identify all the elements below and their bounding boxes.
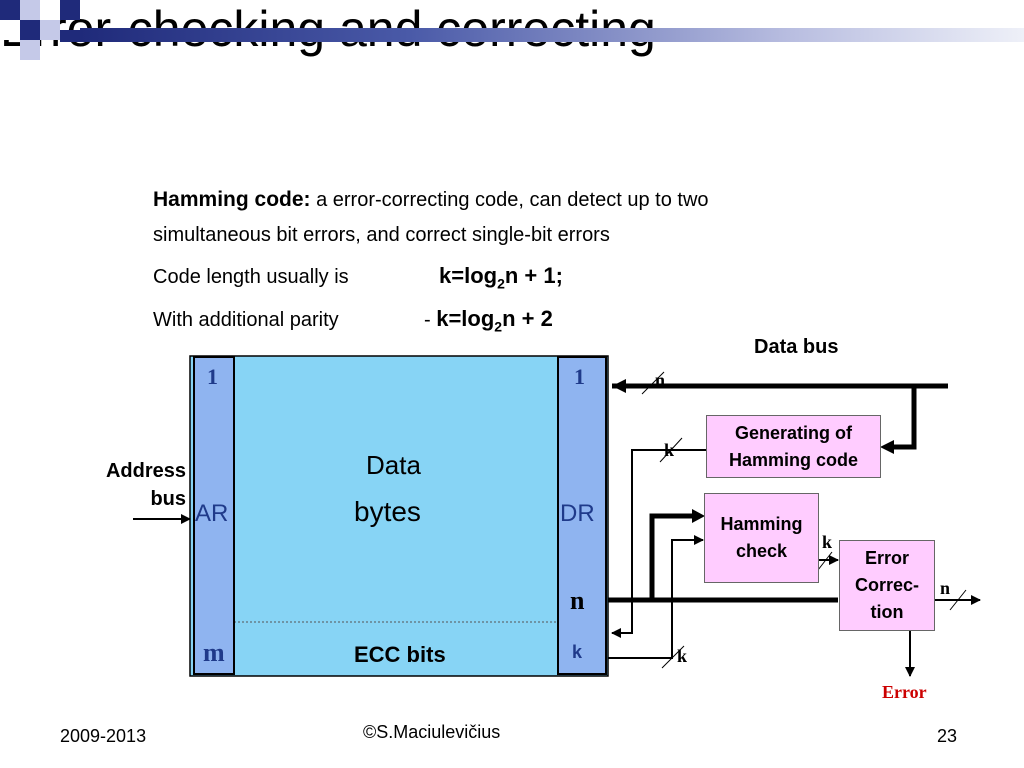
corr-box-line2: Correc-: [854, 575, 920, 595]
bus-k-label-gen: k: [664, 440, 675, 460]
ecc-to-check: [608, 535, 704, 659]
formula2-sub: 2: [494, 318, 503, 335]
ecc-bits-label: ECC bits: [354, 642, 446, 667]
check-box-line2: check: [735, 541, 788, 561]
generating-hamming-box: Generating of Hamming code: [706, 415, 881, 478]
formula2-post: n + 2: [502, 306, 553, 331]
bus-n-label-top: n: [655, 370, 666, 390]
address-bus-label: Address bus: [106, 457, 186, 513]
error-correction-box: Error Correc- tion: [839, 540, 935, 631]
bus-n-label-out: n: [940, 578, 951, 598]
definition-line2: simultaneous bit errors, and correct sin…: [153, 224, 610, 246]
formula1-pre: k=log: [439, 263, 498, 288]
data-bus-label: Data bus: [754, 336, 839, 358]
dr-top-index: 1: [574, 364, 585, 389]
ar-label: AR: [195, 500, 229, 527]
generator-to-ecc: [611, 449, 706, 638]
dr-k-index: k: [572, 642, 583, 662]
dr-register: [557, 356, 607, 675]
error-label: Error: [882, 682, 927, 702]
ar-bottom-index: m: [203, 638, 225, 667]
ar-register: [193, 356, 235, 675]
parity-label: With additional parity: [153, 309, 339, 331]
data-to-check: [649, 513, 694, 600]
dr-label: DR: [560, 500, 595, 527]
corr-box-line1: Error: [864, 548, 909, 568]
check-box-line1: Hamming: [720, 514, 803, 534]
bytes-label: bytes: [354, 496, 421, 527]
ar-top-index: 1: [207, 364, 218, 389]
hamming-definition: Hamming code: a error-correcting code, c…: [153, 188, 709, 212]
data-label: Data: [366, 450, 421, 480]
formula1-sub: 2: [497, 275, 505, 292]
bus-k-label-check: k: [822, 532, 833, 552]
address-bus-line2: bus: [150, 488, 186, 510]
gen-box-line1: Generating of: [734, 422, 852, 443]
formula2-pre: k=log: [436, 306, 495, 331]
corr-box-line3: tion: [870, 602, 904, 622]
code-length-label: Code length usually is: [153, 266, 349, 288]
address-bus-line1: Address: [105, 460, 186, 482]
bus-k-label-bottom: k: [677, 646, 688, 666]
hamming-term: Hamming code:: [153, 188, 311, 211]
footer-author: ©S.Maciulevičius: [363, 722, 501, 742]
bus-to-generator: [893, 386, 917, 450]
formula1-post: n + 1;: [504, 263, 563, 288]
formula-parity: - k=log2n + 2: [424, 306, 553, 334]
definition-line1: a error-correcting code, can detect up t…: [310, 189, 709, 211]
formula-code-length: k=log2n + 1;: [439, 263, 563, 291]
dr-n-index: n: [570, 586, 585, 615]
memory-block: [189, 355, 609, 677]
parity-dash: -: [424, 309, 437, 331]
footer-years: 2009-2013: [60, 726, 147, 746]
gen-box-line2: Hamming code: [728, 449, 859, 470]
hamming-check-box: Hamming check: [704, 493, 819, 583]
footer-page-number: 23: [937, 726, 958, 746]
